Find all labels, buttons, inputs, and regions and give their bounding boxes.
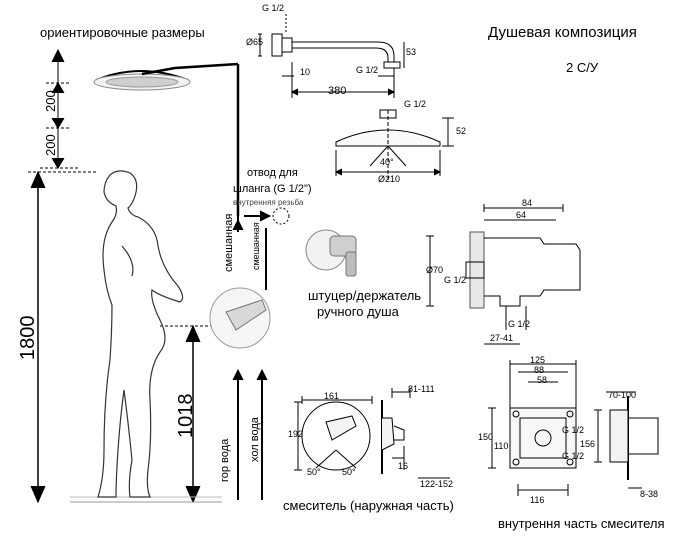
dim-inner-110: 110	[494, 441, 509, 451]
dim-outer-angle-1: 50°	[307, 467, 321, 477]
dim-inner-range-2: 8-38	[640, 489, 659, 499]
holder-label-line2: ручного душа	[317, 304, 399, 319]
shower-head-drawing	[334, 109, 454, 180]
outer-mixer-drawing	[294, 388, 450, 479]
dim-200-bottom: 200	[43, 134, 58, 156]
diagram-subtitle: 2 С/У	[566, 60, 599, 75]
outlet-label-line2: шланга (G 1/2")	[233, 183, 312, 195]
dim-arm-thread: G 1/2	[262, 3, 285, 13]
inner-mixer-drawing	[488, 360, 659, 496]
outer-mixer-label: смеситель (наружная часть)	[283, 498, 454, 513]
dim-inner-125: 125	[530, 355, 546, 365]
dim-holder-thread: G 1/2	[444, 275, 467, 285]
dim-inner-58: 58	[537, 375, 548, 385]
hand-shower-holder-render	[305, 229, 357, 277]
dim-arm-diameter: Ø65	[246, 37, 264, 47]
holder-label-line1: штуцер/держатель	[308, 288, 422, 303]
dim-inner-116: 116	[530, 495, 545, 505]
dim-1800: 1800	[17, 315, 39, 361]
dim-head-diameter: Ø210	[378, 174, 401, 184]
dim-inner-thread-2: G 1/2	[562, 451, 585, 461]
shower-arm-drawing	[258, 14, 405, 98]
outlet-label-line1: отвод для	[247, 167, 298, 179]
dim-outer-192: 192	[288, 429, 304, 439]
dim-outer-16: 16	[398, 461, 409, 471]
dim-200-top: 200	[43, 90, 58, 112]
dim-inner-88: 88	[534, 365, 545, 375]
mixed-water-label-1: смешанная	[223, 213, 235, 272]
dim-outer-range-1: 81-111	[408, 384, 435, 394]
dim-arm-thread-2: G 1/2	[356, 65, 379, 75]
cold-water-label: хол вода	[249, 417, 261, 462]
dim-arm-height: 53	[406, 47, 417, 57]
dim-head-angle: 40°	[380, 157, 394, 167]
inner-mixer-label: внутрення часть смесителя	[498, 516, 665, 531]
person-outline	[97, 170, 184, 498]
dim-1018: 1018	[175, 393, 197, 439]
dim-head-height: 52	[456, 126, 467, 136]
dim-arm-10: 10	[300, 67, 311, 77]
dim-head-thread: G 1/2	[404, 99, 427, 109]
approx-sizes-label: ориентировочные размеры	[40, 25, 205, 40]
mixer-plate-render	[209, 287, 271, 349]
dim-holder-64: 64	[516, 210, 527, 220]
holder-section-drawing	[426, 204, 581, 345]
mixed-water-label-2: смешанная	[251, 222, 261, 270]
dim-holder-diameter: Ø70	[426, 265, 444, 275]
pipe-lines	[232, 210, 272, 500]
dim-holder-range: 27-41	[490, 333, 514, 343]
dim-outer-range-2: 122-152	[420, 479, 454, 489]
dim-inner-range-1: 70-100	[608, 390, 637, 400]
dim-outer-161: 161	[324, 391, 340, 401]
height-dimensions	[28, 48, 230, 504]
outlet-label-line3: внутренняя резьба	[233, 198, 304, 207]
diagram-title: Душевая композиция	[488, 24, 637, 41]
dim-holder-84: 84	[522, 198, 533, 208]
dim-inner-156: 156	[580, 439, 596, 449]
dim-inner-150: 150	[478, 432, 494, 442]
overhead-shower-figure	[93, 62, 240, 216]
dim-outer-angle-2: 50°	[342, 467, 356, 477]
dim-arm-length: 380	[328, 85, 347, 97]
dim-holder-thread-2: G 1/2	[508, 319, 531, 329]
dim-inner-thread-1: G 1/2	[562, 425, 585, 435]
hot-water-label: гор вода	[219, 438, 231, 482]
